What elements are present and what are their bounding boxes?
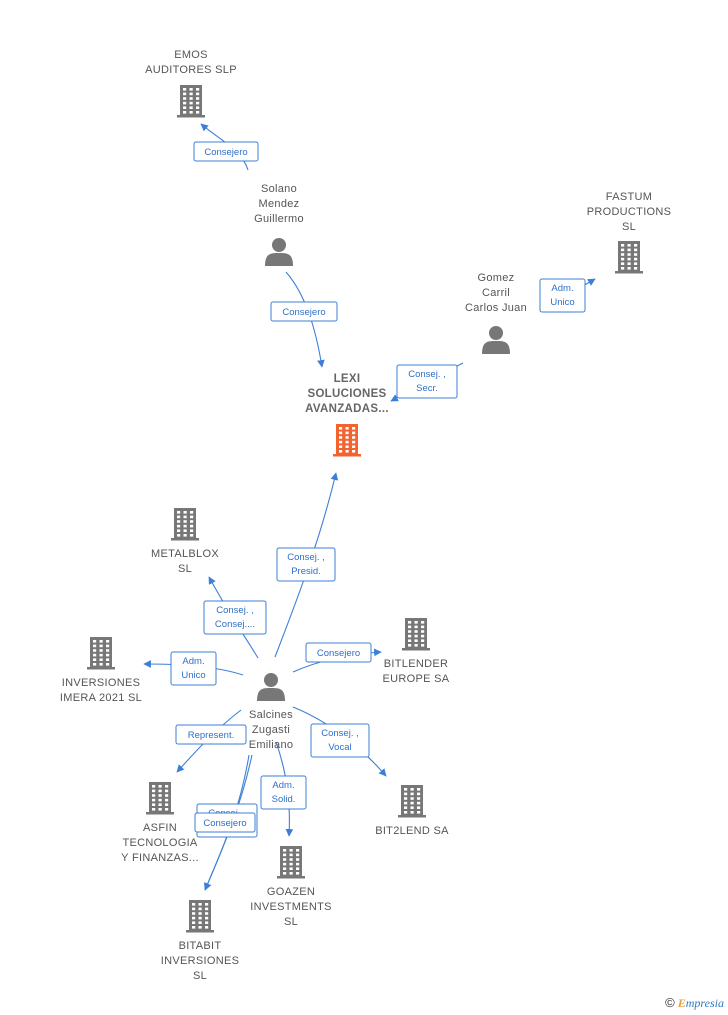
node-label: SL <box>284 916 298 928</box>
node-label: SL <box>622 221 636 233</box>
node-label: EUROPE SA <box>383 673 450 685</box>
node-label: SOLUCIONES <box>307 388 386 400</box>
building-icon <box>398 785 426 818</box>
brand-name: mpresia <box>685 996 724 1010</box>
copyright-icon: © <box>665 995 675 1010</box>
node-bitabit[interactable]: BITABIT INVERSIONES SL <box>161 900 240 982</box>
building-icon <box>615 241 643 274</box>
person-icon <box>257 673 285 701</box>
node-label: INVERSIONES <box>161 955 240 967</box>
brand-initial: E <box>677 996 686 1010</box>
node-label: ASFIN <box>143 822 177 834</box>
node-label: BITABIT <box>179 940 222 952</box>
edge-label-salcines-to-metalblox[interactable]: Consej. , Consej.... <box>203 600 267 635</box>
node-label: Gomez <box>478 272 515 284</box>
node-label: Carlos Juan <box>465 302 527 314</box>
edge-label-gomez-to-lexi[interactable]: Consej. , Secr. <box>396 364 458 399</box>
building-icon <box>87 637 115 670</box>
person-icon <box>265 238 293 266</box>
building-icon <box>186 900 214 933</box>
edge-label-salcines-to-lexi[interactable]: Consej. , Presid. <box>276 547 336 582</box>
node-label: Solano <box>261 183 297 195</box>
node-label: Guillermo <box>254 213 304 225</box>
building-icon <box>177 85 205 118</box>
node-label: AUDITORES SLP <box>145 64 237 76</box>
edge-label-text: Presid. <box>291 566 321 577</box>
node-label: INVESTMENTS <box>250 901 332 913</box>
edge-label-text: Secr. <box>416 383 438 394</box>
node-label: EMOS <box>174 49 208 61</box>
building-icon <box>146 782 174 815</box>
edge-label-salcines-to-asfin[interactable]: Represent. <box>175 724 247 745</box>
brand-footer: ©Empresia <box>665 995 724 1011</box>
edge-label-solano-to-lexi[interactable]: Consejero <box>270 301 338 322</box>
edge-label-text: Consej.... <box>215 619 255 630</box>
edge-label-text: Consejero <box>204 147 247 158</box>
node-emos[interactable]: EMOS AUDITORES SLP <box>145 49 237 118</box>
node-label: METALBLOX <box>151 548 219 560</box>
edge-label-text: Represent. <box>188 730 234 741</box>
edge-label-salcines-to-bit2lend[interactable]: Consej. , Vocal <box>310 723 370 758</box>
edge-label-salcines-to-bitlender[interactable]: Consejero <box>305 642 372 663</box>
edge-label-text: Vocal <box>328 742 351 753</box>
edge-label-text: Consej. , <box>216 605 254 616</box>
edge-label-solano-to-emos[interactable]: Consejero <box>193 141 259 162</box>
node-label: BIT2LEND SA <box>375 825 449 837</box>
node-label: INVERSIONES <box>62 677 141 689</box>
edge-label-text: Consejero <box>282 307 325 318</box>
node-label: Salcines <box>249 709 293 721</box>
edge-label-salcines-to-inversiones_imera[interactable]: Adm. Unico <box>170 651 217 686</box>
building-icon <box>171 508 199 541</box>
edge-label-text: Consej. , <box>321 728 359 739</box>
edge-label-text: Consej. , <box>408 369 446 380</box>
edge-label-text: Unico <box>550 297 574 308</box>
node-metalblox[interactable]: METALBLOX SL <box>151 508 219 575</box>
node-inversiones_imera[interactable]: INVERSIONES IMERA 2021 SL <box>60 637 142 704</box>
node-label: Carril <box>482 287 510 299</box>
edge-label-text: Consej. , <box>287 552 325 563</box>
node-label: GOAZEN <box>267 886 315 898</box>
node-asfin[interactable]: ASFIN TECNOLOGIA Y FINANZAS... <box>121 782 199 864</box>
edge-label-salcines-to-goazen[interactable]: Adm. Solid. <box>260 775 307 810</box>
edge-label-text: Unico <box>181 670 205 681</box>
edge-label-text: Consejero <box>203 818 246 829</box>
node-label: TECNOLOGIA <box>122 837 197 849</box>
node-label: Mendez <box>259 198 300 210</box>
person-icon <box>482 326 510 354</box>
edge-label-text: Adm. <box>551 283 573 294</box>
node-label: BITLENDER <box>384 658 448 670</box>
node-label: SL <box>178 563 192 575</box>
building-icon <box>333 424 361 457</box>
edges-layer <box>143 123 596 891</box>
node-label: FASTUM <box>606 191 652 203</box>
edge-label-text: Solid. <box>272 794 296 805</box>
node-label: LEXI <box>334 373 361 385</box>
nodes-layer: LEXI SOLUCIONES AVANZADAS... EMOS AUDITORES … <box>60 49 671 982</box>
node-lexi[interactable]: LEXI SOLUCIONES AVANZADAS... <box>305 373 389 457</box>
building-icon <box>402 618 430 651</box>
node-label: PRODUCTIONS <box>587 206 672 218</box>
edge-label-gomez-to-fastum[interactable]: Adm. Unico <box>539 278 586 313</box>
node-label: SL <box>193 970 207 982</box>
node-bitlender[interactable]: BITLENDER EUROPE SA <box>383 618 450 685</box>
node-label: Zugasti <box>252 724 290 736</box>
edge-label-salcines-to-bitabit[interactable]: Consejero <box>194 812 256 833</box>
edge-label-text: Adm. <box>272 780 294 791</box>
node-label: IMERA 2021 SL <box>60 692 142 704</box>
edge-label-text: Consejero <box>317 648 360 659</box>
node-goazen[interactable]: GOAZEN INVESTMENTS SL <box>250 846 332 928</box>
node-label: Y FINANZAS... <box>121 852 199 864</box>
node-label: AVANZADAS... <box>305 403 389 415</box>
edge-label-text: Adm. <box>182 656 204 667</box>
building-icon <box>277 846 305 879</box>
node-fastum[interactable]: FASTUM PRODUCTIONS SL <box>587 191 672 274</box>
node-bit2lend[interactable]: BIT2LEND SA <box>375 785 449 837</box>
node-label: Emiliano <box>249 739 294 751</box>
